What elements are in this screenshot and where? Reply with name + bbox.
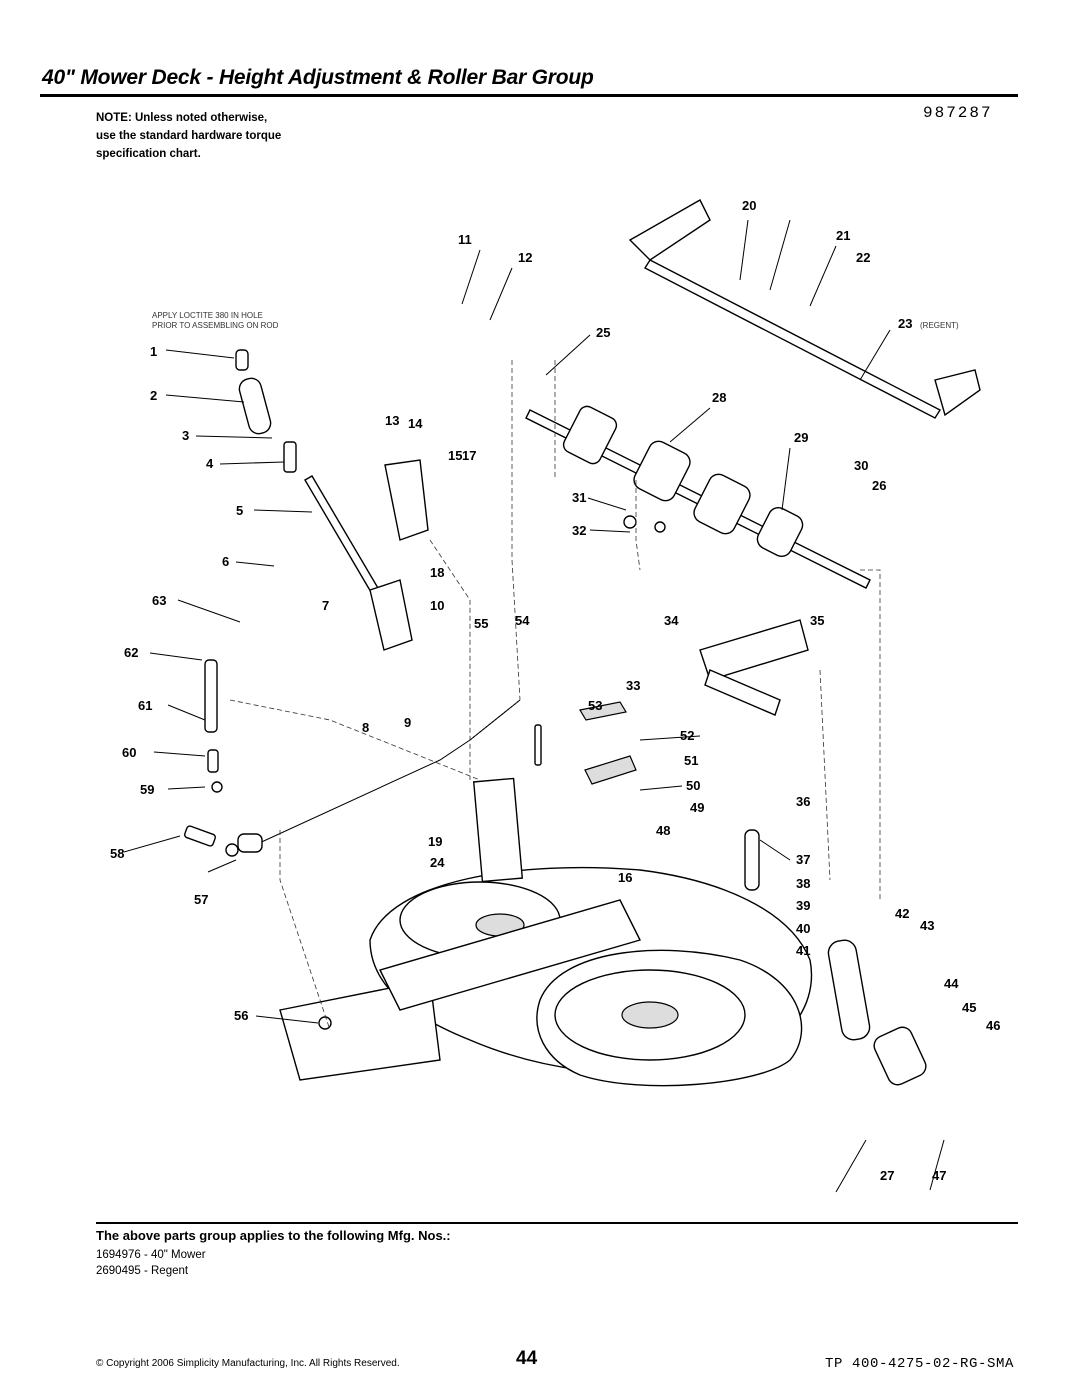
callout: 49	[690, 800, 704, 815]
callout: 31	[572, 490, 586, 505]
callout: 35	[810, 613, 824, 628]
callout: 56	[234, 1008, 248, 1023]
callout: 1	[150, 344, 157, 359]
assembly-guide-lines	[229, 360, 881, 1031]
page-title: 40" Mower Deck - Height Adjustment & Rol…	[42, 66, 594, 89]
callout: 18	[430, 565, 444, 580]
callout: 15	[448, 448, 462, 463]
lift-bracket	[699, 619, 927, 1086]
callout: 51	[684, 753, 698, 768]
mower-deck-housing	[279, 777, 813, 1087]
callout: 2	[150, 388, 157, 403]
loctite-note-line: PRIOR TO ASSEMBLING ON ROD	[152, 321, 279, 330]
callout: 30	[854, 458, 868, 473]
callout: 7	[322, 598, 329, 613]
callout: 39	[796, 898, 810, 913]
callout: 17	[462, 448, 476, 463]
callout: 11	[458, 232, 472, 247]
callout: 25	[596, 325, 610, 340]
callout: 59	[140, 782, 154, 797]
copyright: © Copyright 2006 Simplicity Manufacturin…	[96, 1358, 400, 1369]
callout: 24	[430, 855, 445, 870]
callout: 22	[856, 250, 870, 265]
diagram-part-number: 987287	[923, 104, 993, 122]
callout: 62	[124, 645, 138, 660]
callout: 33	[626, 678, 640, 693]
applies-heading: The above parts group applies to the fol…	[96, 1228, 451, 1243]
callout: 37	[796, 852, 810, 867]
callout: 57	[194, 892, 208, 907]
callout: 44	[944, 976, 959, 991]
callout: 50	[686, 778, 700, 793]
callout: 5	[236, 503, 243, 518]
callout: 16	[618, 870, 632, 885]
callout: 6	[222, 554, 229, 569]
hardware-items	[183, 515, 760, 1030]
callout: 4	[206, 456, 214, 471]
roller-bar-assembly	[525, 405, 871, 589]
callout: 28	[712, 390, 726, 405]
callout: 46	[986, 1018, 1000, 1033]
regent-roller-bar	[628, 199, 981, 419]
footer-rule	[96, 1222, 1018, 1224]
note-line: specification chart.	[96, 148, 201, 160]
loctite-note-line: APPLY LOCTITE 380 IN HOLE	[152, 311, 263, 320]
callout: 60	[122, 745, 136, 760]
callout: 34	[664, 613, 679, 628]
callout: 29	[794, 430, 808, 445]
callout: 43	[920, 918, 934, 933]
mfg-number: 2690495 - Regent	[96, 1265, 189, 1277]
mfg-number: 1694976 - 40" Mower	[96, 1249, 206, 1261]
callout: 38	[796, 876, 810, 891]
page-number: 44	[516, 1348, 538, 1369]
callout: 55	[474, 616, 488, 631]
callout: 58	[110, 846, 124, 861]
callout: 10	[430, 598, 444, 613]
callout: 19	[428, 834, 442, 849]
callout: 61	[138, 698, 152, 713]
document-code: TP 400-4275-02-RG-SMA	[825, 1356, 1015, 1372]
exploded-parts-diagram: APPLY LOCTITE 380 IN HOLE PRIOR TO ASSEM…	[110, 198, 1000, 1193]
callout: 53	[588, 698, 602, 713]
callout: 23	[898, 316, 912, 331]
height-adjust-lever	[235, 349, 429, 651]
note-line: use the standard hardware torque	[96, 130, 282, 142]
callout: 45	[962, 1000, 976, 1015]
callout: 3	[182, 428, 189, 443]
callout: 12	[518, 250, 532, 265]
callout: 20	[742, 198, 756, 213]
regent-note: (REGENT)	[920, 321, 959, 330]
callout: 52	[680, 728, 694, 743]
callout-leader-lines	[123, 219, 945, 1193]
callout: 48	[656, 823, 670, 838]
callout: 36	[796, 794, 810, 809]
callout: 42	[895, 906, 909, 921]
callout: 40	[796, 921, 810, 936]
callout: 32	[572, 523, 586, 538]
note-line: NOTE: Unless noted otherwise,	[96, 112, 268, 124]
callout: 27	[880, 1168, 894, 1183]
callout: 14	[408, 416, 423, 431]
adjustment-rod	[237, 699, 521, 853]
callout: 41	[796, 943, 810, 958]
title-rule	[40, 94, 1018, 97]
callout: 13	[385, 413, 399, 428]
callout: 54	[515, 613, 530, 628]
callout: 8	[362, 720, 369, 735]
torque-note: NOTE: Unless noted otherwise, use the st…	[96, 109, 281, 163]
callout: 21	[836, 228, 850, 243]
callout: 26	[872, 478, 886, 493]
callout-labels: 1 2 3 4 5 6 7 8 9 10 11 12 13 14 15 16 1…	[110, 198, 1000, 1183]
callout: 9	[404, 715, 411, 730]
callout: 63	[152, 593, 166, 608]
